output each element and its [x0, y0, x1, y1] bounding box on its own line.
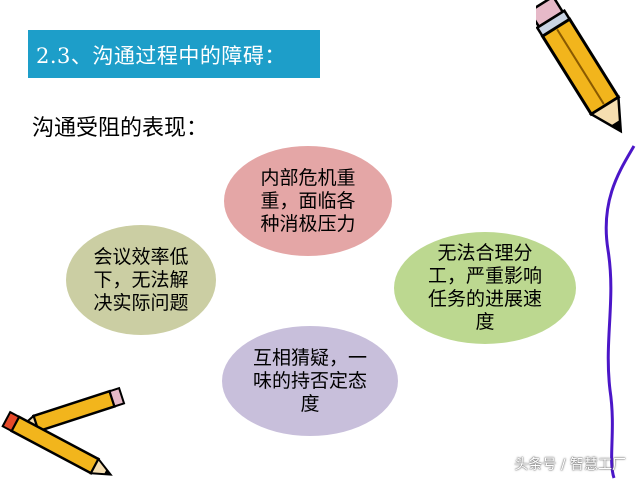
- pencils-icon: [1, 386, 126, 476]
- ellipse-text: 无法合理分工，严重影响任务的进展速度: [427, 242, 542, 333]
- slide-title: 2.3、沟通过程中的障碍：: [36, 44, 286, 68]
- ellipse-text: 会议效率低下，无法解决实际问题: [93, 245, 189, 314]
- ellipse-text: 互相猜疑，一味的持否定态度: [252, 346, 367, 415]
- ellipse-meeting-efficiency: 会议效率低下，无法解决实际问题: [66, 225, 216, 335]
- pencil-icon: [536, 0, 623, 134]
- ellipse-internal-crisis: 内部危机重重，面临各种消极压力: [224, 146, 392, 256]
- title-banner: 2.3、沟通过程中的障碍：: [28, 30, 320, 78]
- watermark: 头条号 / 智慧工厂: [514, 457, 626, 473]
- ellipse-text: 内部危机重重，面临各种消极压力: [260, 166, 356, 235]
- ellipse-mutual-suspicion: 互相猜疑，一味的持否定态度: [222, 326, 398, 436]
- slide-subtitle: 沟通受阻的表现：: [32, 116, 209, 141]
- ellipse-task-division: 无法合理分工，严重影响任务的进展速度: [394, 232, 576, 344]
- swirl-line: [604, 145, 636, 479]
